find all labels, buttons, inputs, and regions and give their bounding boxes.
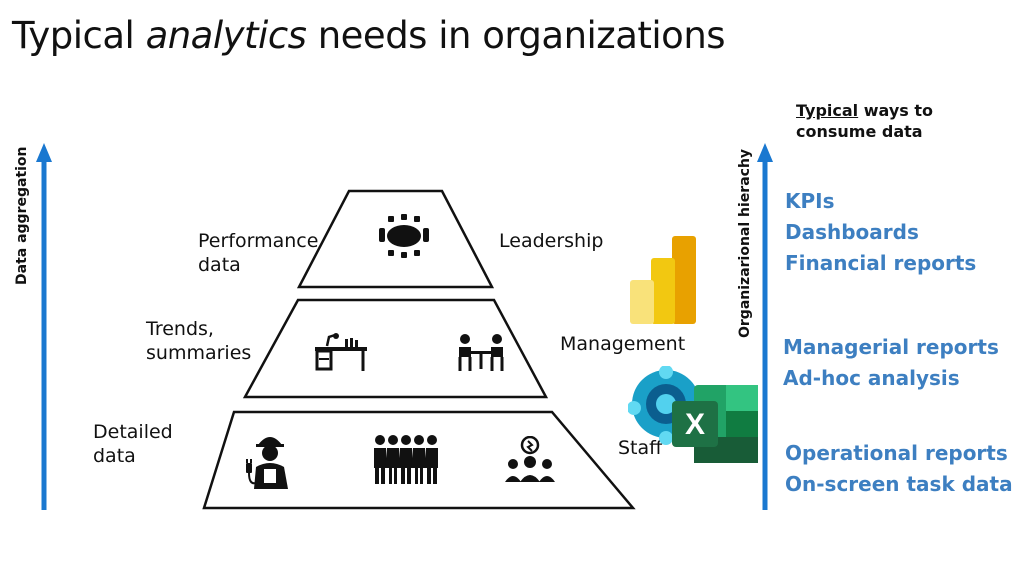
- one-on-one-meeting-icon: [458, 334, 504, 371]
- power-bi-icon: [630, 236, 696, 324]
- list-item: Financial reports: [785, 251, 977, 275]
- staff-label: Staff: [618, 437, 663, 459]
- management-label: Management: [560, 333, 686, 355]
- slide-title: Typical analytics needs in organizations: [12, 14, 726, 57]
- trends-summaries-label: Trends,summaries: [146, 318, 252, 364]
- consume-list-bottom: Operational reports On-screen task data: [785, 438, 1013, 500]
- list-item: Ad-hoc analysis: [783, 366, 960, 390]
- organizational-hierarchy-label: Organizarional hierachy: [737, 148, 753, 338]
- data-aggregation-arrow: [36, 143, 52, 510]
- list-item: On-screen task data: [785, 472, 1013, 496]
- idea-team-icon: [505, 436, 555, 482]
- list-item: Operational reports: [785, 441, 1008, 465]
- consume-list-top: KPIs Dashboards Financial reports: [785, 186, 976, 279]
- pyramid-middle-tier: [242, 298, 549, 399]
- list-item: KPIs: [785, 189, 835, 213]
- team-group-icon: [374, 435, 438, 484]
- office-desk-icon: [315, 333, 367, 371]
- boardroom-meeting-icon: [379, 214, 429, 258]
- consume-list-middle: Managerial reports Ad-hoc analysis: [783, 332, 999, 394]
- excel-letter: X: [685, 408, 705, 441]
- list-item: Managerial reports: [783, 335, 999, 359]
- electrician-worker-icon: [246, 437, 288, 489]
- consume-data-header: Typical ways to consume data: [796, 101, 933, 141]
- list-item: Dashboards: [785, 220, 919, 244]
- leadership-label: Leadership: [499, 230, 604, 252]
- data-aggregation-label: Data aggregation: [14, 146, 30, 285]
- excel-icon: X: [672, 385, 758, 463]
- organizational-hierarchy-arrow: [757, 143, 773, 510]
